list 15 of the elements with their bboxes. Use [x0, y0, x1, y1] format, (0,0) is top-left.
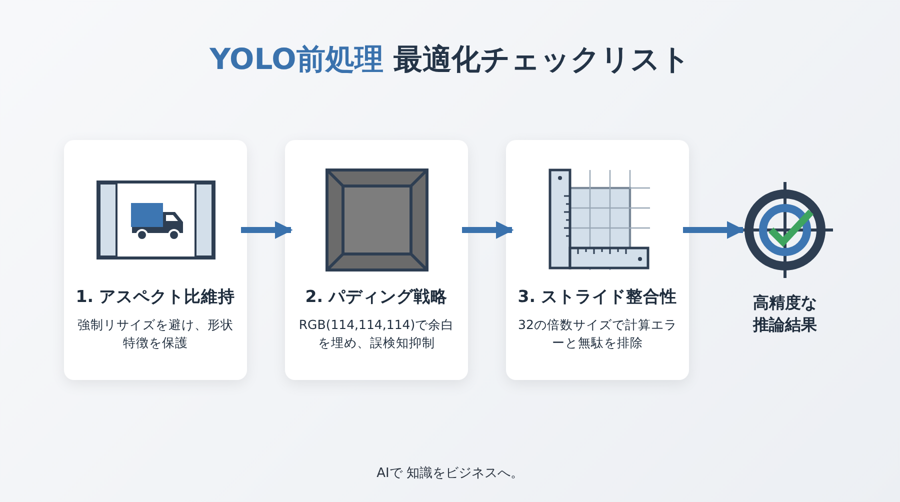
step-card: [285, 140, 468, 380]
step-description: 32の倍数サイズで計算エラーと無駄を排除: [517, 316, 678, 351]
result-text: 高精度な推論結果: [752, 292, 818, 336]
arrow: [241, 221, 293, 239]
step-heading: 2. パディング戦略: [305, 286, 448, 308]
step-description: 強制リサイズを避け、形状特徴を保護: [76, 316, 234, 351]
step-description: RGB(114,114,114)で余白を埋め、誤検知抑制: [298, 316, 456, 351]
diagram-title: YOLO前処理 最適化チェックリスト: [210, 42, 690, 76]
step-heading: 3. ストライド整合性: [518, 286, 678, 308]
step-heading: 1. アスペクト比維持: [76, 286, 236, 308]
arrow: [462, 221, 514, 239]
arrow: [683, 221, 745, 239]
tagline: AIで 知識をビジネスへ。: [376, 466, 524, 481]
step-card: [506, 140, 689, 380]
step-card: [64, 140, 247, 380]
